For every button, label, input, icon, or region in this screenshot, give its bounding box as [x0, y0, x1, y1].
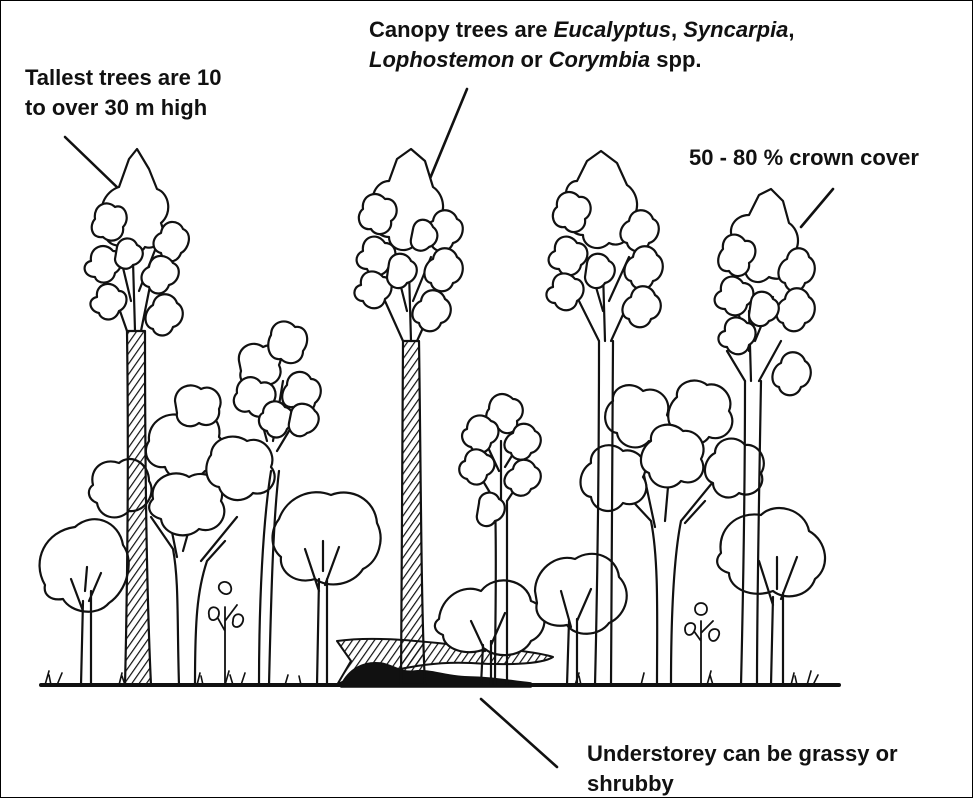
label-canopy-line1: Canopy trees are Eucalyptus, Syncarpia, [369, 15, 795, 45]
canopy-genus-eucalyptus: Eucalyptus [554, 17, 671, 42]
bush-center [435, 580, 545, 685]
label-canopy-trees: Canopy trees are Eucalyptus, Syncarpia, … [369, 15, 795, 75]
tallest-pointer-line [65, 137, 121, 191]
canopy-separator-1: , [671, 17, 683, 42]
crown-pointer-line [801, 189, 833, 227]
understorey-mass [341, 663, 531, 687]
label-tallest-line1: Tallest trees are 10 [25, 63, 222, 93]
canopy-pointer-line [429, 89, 467, 181]
canopy-separator-2: , [788, 17, 794, 42]
canopy-genus-lophostemon: Lophostemon [369, 47, 514, 72]
canopy-prefix-text: Canopy trees are [369, 17, 554, 42]
label-canopy-line2: Lophostemon or Corymbia spp. [369, 45, 795, 75]
canopy-suffix-text: spp. [650, 47, 701, 72]
label-understorey: Understorey can be grassy or shrubby [587, 739, 898, 799]
small-tree-left [40, 519, 129, 685]
seedling-right [685, 603, 719, 685]
label-crown-cover: 50 - 80 % crown cover [689, 143, 919, 173]
seedling-left [209, 582, 243, 685]
label-understorey-line2: shrubby [587, 769, 898, 799]
bush-center-right [535, 554, 627, 685]
canopy-genus-syncarpia: Syncarpia [683, 17, 788, 42]
label-tallest-line2: to over 30 m high [25, 93, 222, 123]
label-understorey-line1: Understorey can be grassy or [587, 739, 898, 769]
canopy-or-text: or [514, 47, 548, 72]
small-tree-right [717, 508, 825, 685]
understorey-pointer-line [481, 699, 557, 767]
label-tallest-trees: Tallest trees are 10 to over 30 m high [25, 63, 222, 123]
tall-tree-right-2 [715, 189, 815, 685]
canopy-genus-corymbia: Corymbia [549, 47, 650, 72]
